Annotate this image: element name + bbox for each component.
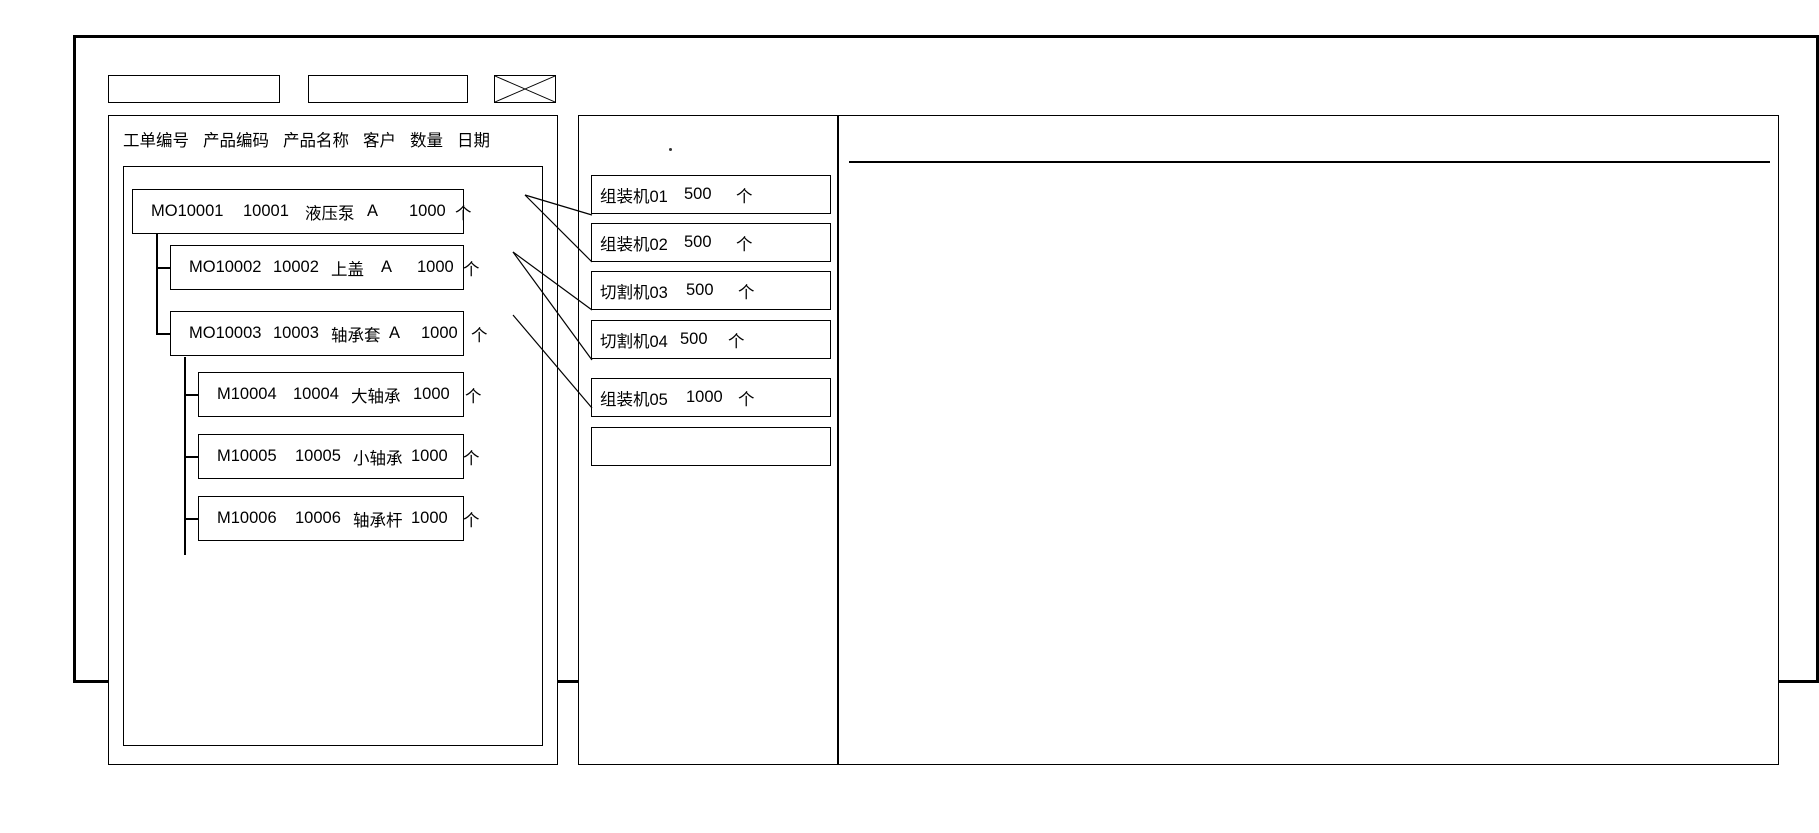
column-header-product-name: 产品名称: [283, 131, 349, 150]
operation-quantity: 1000: [686, 388, 723, 406]
cell-unit: 个: [465, 387, 482, 406]
operation-unit: 个: [738, 283, 755, 302]
row-cells: M10004 10004 大轴承 1000 个: [199, 383, 482, 407]
toolbar-field-2[interactable]: [308, 75, 468, 103]
tree-connector-trunk-1: [156, 211, 158, 335]
cell-unit: 个: [463, 260, 480, 279]
operation-unit: 个: [738, 390, 755, 409]
operation-machine: 组装机01: [600, 187, 668, 206]
list-item[interactable]: 组装机05 1000 个: [591, 378, 831, 417]
operation-panel: 组装机01 500 个 组装机02 500 个 切割机03 500 个 切割机0…: [578, 115, 838, 765]
table-row[interactable]: M10004 10004 大轴承 1000 个: [198, 372, 482, 417]
cell-product-code: 10006: [295, 509, 341, 527]
detail-panel-divider: [849, 161, 1770, 163]
work-order-column-headers: 工单编号 产品编码 产品名称 客户 数量 日期: [109, 126, 557, 156]
cell-product-name: 上盖: [331, 260, 364, 279]
operation-quantity: 500: [686, 281, 714, 299]
panel-marker-dot: [669, 148, 672, 151]
image-placeholder-icon[interactable]: [494, 75, 556, 103]
operation-machine: 组装机02: [600, 235, 668, 254]
list-item-empty[interactable]: [591, 427, 831, 466]
tree-connector-branch-3: [184, 394, 198, 396]
table-row[interactable]: MO10002 10002 上盖 A 1000 个: [170, 245, 480, 290]
cell-quantity: 1000: [417, 258, 454, 276]
cell-customer: A: [389, 324, 401, 342]
row-cells: MO10002 10002 上盖 A 1000 个: [171, 256, 480, 280]
cell-order-no: MO10001: [151, 202, 224, 220]
column-header-customer: 客户: [363, 131, 396, 150]
list-item[interactable]: 组装机02 500 个: [591, 223, 831, 262]
cell-unit: 个: [463, 511, 480, 530]
tree-connector-branch-4: [184, 456, 198, 458]
cell-quantity: 1000: [411, 447, 448, 465]
column-header-quantity: 数量: [410, 131, 443, 150]
operation-machine: 切割机03: [600, 283, 668, 302]
operation-quantity: 500: [684, 233, 712, 251]
operation-quantity: 500: [684, 185, 712, 203]
cell-quantity: 1000: [413, 385, 450, 403]
work-order-tree: MO10001 10001 液压泵 A 1000 个 MO10002 10002…: [123, 166, 543, 746]
row-cells: MO10003 10003 轴承套 A 1000 个: [171, 322, 488, 346]
cell-quantity: 1000: [409, 202, 446, 220]
table-row[interactable]: MO10003 10003 轴承套 A 1000 个: [170, 311, 488, 356]
detail-panel: [838, 115, 1779, 765]
cell-product-name: 大轴承: [351, 387, 401, 406]
operation-cells: 切割机04 500 个: [592, 328, 745, 352]
tree-connector-branch-1: [156, 267, 170, 269]
operation-machine: 切割机04: [600, 332, 668, 351]
cell-product-name: 小轴承: [353, 449, 403, 468]
cell-customer: A: [367, 202, 379, 220]
work-order-panel: 工单编号 产品编码 产品名称 客户 数量 日期 MO10001 10001 液压…: [108, 115, 558, 765]
cell-quantity: 1000: [421, 324, 458, 342]
list-item[interactable]: 切割机03 500 个: [591, 271, 831, 310]
table-row[interactable]: M10006 10006 轴承杆 1000 个: [198, 496, 480, 541]
cell-unit: 个: [455, 204, 472, 223]
cell-order-no: M10004: [217, 385, 277, 403]
cell-unit: 个: [471, 326, 488, 345]
cross-box-glyph: [495, 76, 555, 102]
operation-unit: 个: [736, 235, 753, 254]
list-item[interactable]: 切割机04 500 个: [591, 320, 831, 359]
operation-quantity: 500: [680, 330, 708, 348]
row-cells: M10006 10006 轴承杆 1000 个: [199, 507, 480, 531]
cell-order-no: M10006: [217, 509, 277, 527]
cell-product-code: 10002: [273, 258, 319, 276]
cell-product-code: 10001: [243, 202, 289, 220]
table-row[interactable]: M10005 10005 小轴承 1000 个: [198, 434, 480, 479]
operation-cells: 组装机05 1000 个: [592, 386, 755, 410]
column-header-product-code: 产品编码: [203, 131, 269, 150]
cell-product-name: 轴承杆: [353, 511, 403, 530]
operation-unit: 个: [736, 187, 753, 206]
cell-product-name: 轴承套: [331, 326, 381, 345]
table-row[interactable]: MO10001 10001 液压泵 A 1000 个: [132, 189, 472, 234]
operation-unit: 个: [728, 332, 745, 351]
operation-cells: 组装机01 500 个: [592, 183, 753, 207]
toolbar-field-1[interactable]: [108, 75, 280, 103]
cell-product-code: 10004: [293, 385, 339, 403]
cell-product-code: 10003: [273, 324, 319, 342]
cell-order-no: M10005: [217, 447, 277, 465]
cell-quantity: 1000: [411, 509, 448, 527]
list-item[interactable]: 组装机01 500 个: [591, 175, 831, 214]
operation-machine: 组装机05: [600, 390, 668, 409]
row-cells: M10005 10005 小轴承 1000 个: [199, 445, 480, 469]
cell-product-code: 10005: [295, 447, 341, 465]
column-header-order-no: 工单编号: [123, 131, 189, 150]
cell-order-no: MO10003: [189, 324, 262, 342]
row-cells: MO10001 10001 液压泵 A 1000 个: [133, 200, 472, 224]
tree-connector-branch-5: [184, 518, 198, 520]
cell-order-no: MO10002: [189, 258, 262, 276]
cell-customer: A: [381, 258, 393, 276]
cell-product-name: 液压泵: [305, 204, 355, 223]
operation-cells: 组装机02 500 个: [592, 231, 753, 255]
column-header-date: 日期: [457, 131, 490, 150]
cell-unit: 个: [463, 449, 480, 468]
operation-cells: 切割机03 500 个: [592, 279, 755, 303]
tree-connector-branch-2: [156, 333, 170, 335]
